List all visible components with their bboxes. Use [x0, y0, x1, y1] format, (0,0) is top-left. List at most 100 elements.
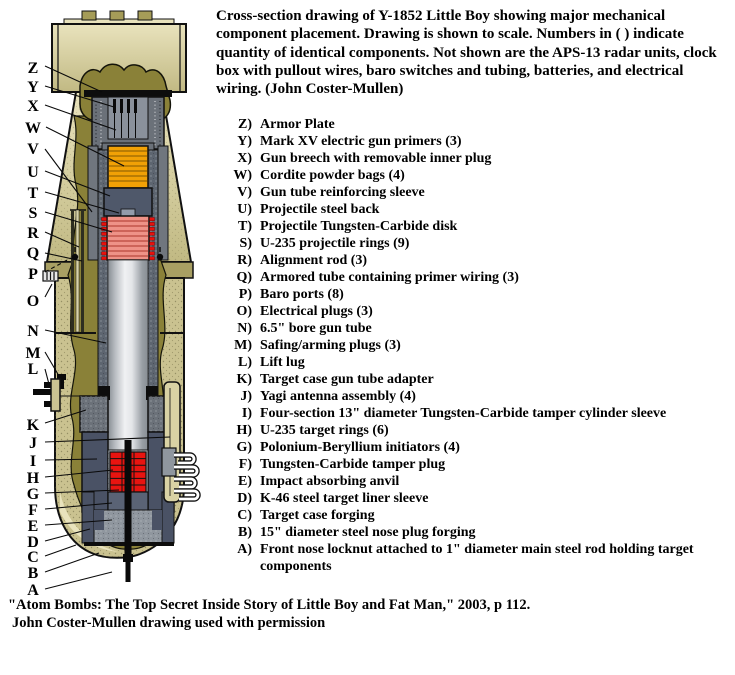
legend-label: Lift lug	[260, 355, 305, 370]
ring-ticks	[101, 217, 155, 261]
legend-label: Alignment rod (3)	[260, 253, 368, 268]
legend-item: U)Projectile steel back	[232, 201, 734, 218]
legend-item: E) Impact absorbing anvil	[232, 473, 734, 490]
legend-item: J)Yagi antenna assembly (4)	[232, 388, 734, 405]
legend-label: Mark XV electric gun primers (3)	[260, 134, 462, 149]
legend-letter: C)	[237, 508, 252, 523]
legend-item: B)15" diameter steel nose plug forging	[232, 524, 734, 541]
legend-label: K-46 steel target liner sleeve	[260, 491, 429, 506]
citation-line1: "Atom Bombs: The Top Secret Inside Story…	[8, 597, 531, 613]
legend-letter: N)	[237, 321, 252, 336]
legend-item: C)Target case forging	[232, 507, 734, 524]
armor-plate	[84, 90, 172, 97]
legend-label: Electrical plugs (3)	[260, 304, 373, 319]
callout-letter: X	[27, 98, 39, 115]
legend-item: A)Front nose locknut attached to 1" diam…	[232, 541, 734, 575]
leader-line	[44, 544, 77, 557]
antenna-prongs	[174, 452, 201, 502]
legend-item: K)Target case gun tube adapter	[232, 371, 734, 388]
legend-item: S)U-235 projectile rings (9)	[232, 235, 734, 252]
callout-letter: H	[27, 470, 40, 487]
legend-label: Cordite powder bags (4)	[260, 168, 405, 183]
alignment-rods	[70, 209, 86, 333]
leader-line	[44, 231, 80, 248]
legend-item: X) Gun breech with removable inner plug	[232, 150, 734, 167]
leader-line	[44, 65, 103, 93]
legend-item: R)Alignment rod (3)	[232, 252, 734, 269]
callout-letter: Z	[28, 60, 39, 77]
gun-tube-bore	[107, 259, 149, 451]
callout-letter: S	[29, 205, 38, 222]
electric-gun-primers	[113, 99, 137, 113]
legend-letter: P)	[238, 287, 252, 302]
legend-letter: F)	[238, 457, 252, 472]
leader-line	[44, 502, 113, 510]
callout-letter: G	[27, 486, 40, 503]
callout-letter: F	[28, 502, 38, 519]
leader-line	[44, 469, 114, 478]
legend-item: F) Tungsten-Carbide tamper plug	[232, 456, 734, 473]
electrical-plug	[42, 270, 59, 282]
leader-line	[44, 104, 117, 131]
legend-item: W) Cordite powder bags (4)	[232, 167, 734, 184]
legend-item: V) Gun tube reinforcing sleeve	[232, 184, 734, 201]
legend-letter: T)	[238, 219, 252, 234]
legend-label: Impact absorbing anvil	[260, 474, 400, 489]
callout-letter: O	[27, 293, 39, 310]
callout-letter: A	[27, 582, 39, 599]
legend-letter: X)	[237, 151, 252, 166]
legend-label: Gun breech with removable inner plug	[260, 151, 492, 166]
legend-item: H)U-235 target rings (6)	[232, 422, 734, 439]
legend-label: Armor Plate	[260, 117, 335, 132]
legend-label: Polonium-Beryllium initiators (4)	[260, 440, 460, 455]
callout-letter: M	[25, 345, 40, 362]
leader-line	[44, 283, 53, 298]
leader-line	[44, 211, 113, 233]
legend-label: Safing/arming plugs (3)	[260, 338, 401, 353]
callout-letter: U	[27, 164, 39, 181]
legend-letter: O)	[236, 304, 252, 319]
legend-letter: W)	[233, 168, 252, 183]
legend-label: Tungsten-Carbide tamper plug	[260, 457, 446, 472]
legend-letter: V)	[237, 185, 252, 200]
legend-label: Gun tube reinforcing sleeve	[260, 185, 425, 200]
leader-line	[44, 351, 60, 377]
legend-item: L) Lift lug	[232, 354, 734, 371]
legend-letter: D)	[237, 491, 252, 506]
callout-letter: N	[27, 323, 39, 340]
legend-item: Y) Mark XV electric gun primers (3)	[232, 133, 734, 150]
legend-item: N) 6.5" bore gun tube	[232, 320, 734, 337]
callout-letter: E	[28, 518, 39, 535]
callout-letter: D	[27, 534, 39, 551]
legend-label: Projectile steel back	[260, 202, 380, 217]
safing-arming-plug	[57, 374, 66, 389]
callout-letter: P	[28, 266, 38, 283]
legend-label: Projectile Tungsten-Carbide disk	[260, 219, 458, 234]
leader-line	[44, 528, 91, 542]
leader-line	[44, 489, 120, 494]
target-case-adapter	[79, 386, 177, 433]
legend-letter: B)	[238, 525, 252, 540]
u235-projectile-rings	[101, 215, 155, 261]
legend-letter: J)	[240, 389, 252, 404]
legend-letter: Z)	[238, 117, 252, 132]
legend-letter: Y)	[237, 134, 252, 149]
leader-line	[44, 368, 51, 389]
callout-letter: J	[29, 435, 37, 452]
leader-line	[44, 252, 83, 262]
leader-line	[44, 436, 171, 443]
legend-letter: E)	[238, 474, 252, 489]
yagi-antenna	[161, 381, 201, 503]
legend-item: Q)Armored tube containing primer wiring …	[232, 269, 734, 286]
callout-letter: L	[28, 361, 39, 378]
citation-line2: John Coster-Mullen drawing used with per…	[12, 614, 326, 631]
leader-line	[45, 126, 125, 167]
legend-label: Target case gun tube adapter	[260, 372, 434, 387]
legend-letter: L)	[238, 355, 252, 370]
legend-letter: G)	[236, 440, 252, 455]
legend-label: 6.5" bore gun tube	[260, 321, 372, 336]
leader-line	[44, 458, 98, 461]
leader-line	[44, 519, 113, 526]
leader-line	[44, 571, 113, 590]
